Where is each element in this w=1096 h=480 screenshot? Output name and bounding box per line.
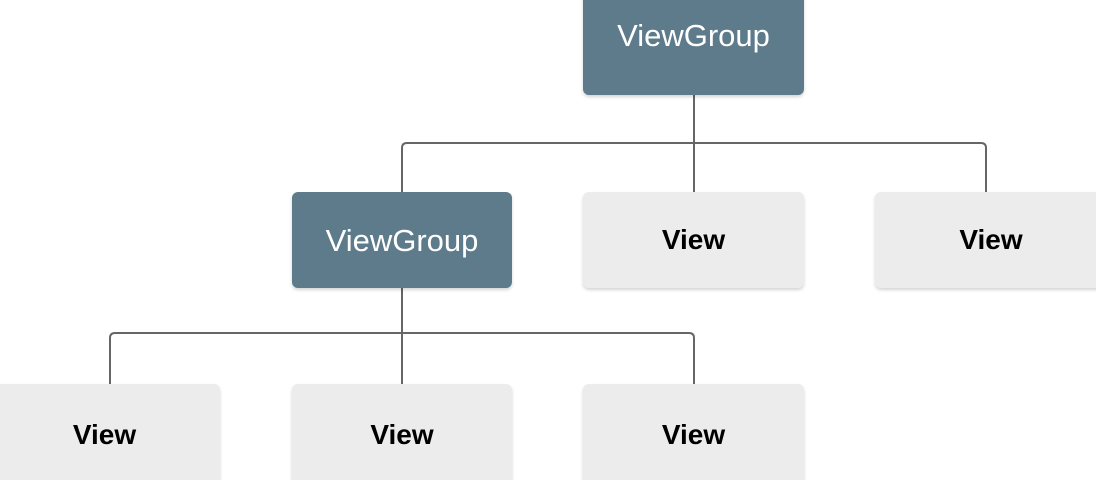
node-level3-view-2[interactable]: View (292, 384, 512, 480)
connector-root-to-l2-view-2 (980, 142, 987, 192)
connector-root-to-l2-viewgroup (401, 142, 408, 192)
node-label: View (72, 419, 137, 450)
node-label: ViewGroup (617, 18, 770, 53)
node-label: View (661, 224, 726, 255)
connector-l2-to-l3-view-1 (109, 332, 116, 384)
node-root-viewgroup[interactable]: ViewGroup (583, 0, 804, 95)
node-level3-view-3[interactable]: View (583, 384, 804, 480)
node-level2-view-1[interactable]: View (583, 192, 804, 288)
node-level3-view-1[interactable]: View (0, 384, 220, 480)
connector-l2-to-l3-view-3 (688, 332, 695, 384)
node-label: View (661, 419, 726, 450)
node-level2-viewgroup[interactable]: ViewGroup (292, 192, 512, 288)
node-label: View (959, 224, 1023, 255)
node-label: View (370, 419, 434, 450)
node-level2-view-2[interactable]: View (875, 192, 1096, 288)
node-label: ViewGroup (325, 222, 479, 258)
